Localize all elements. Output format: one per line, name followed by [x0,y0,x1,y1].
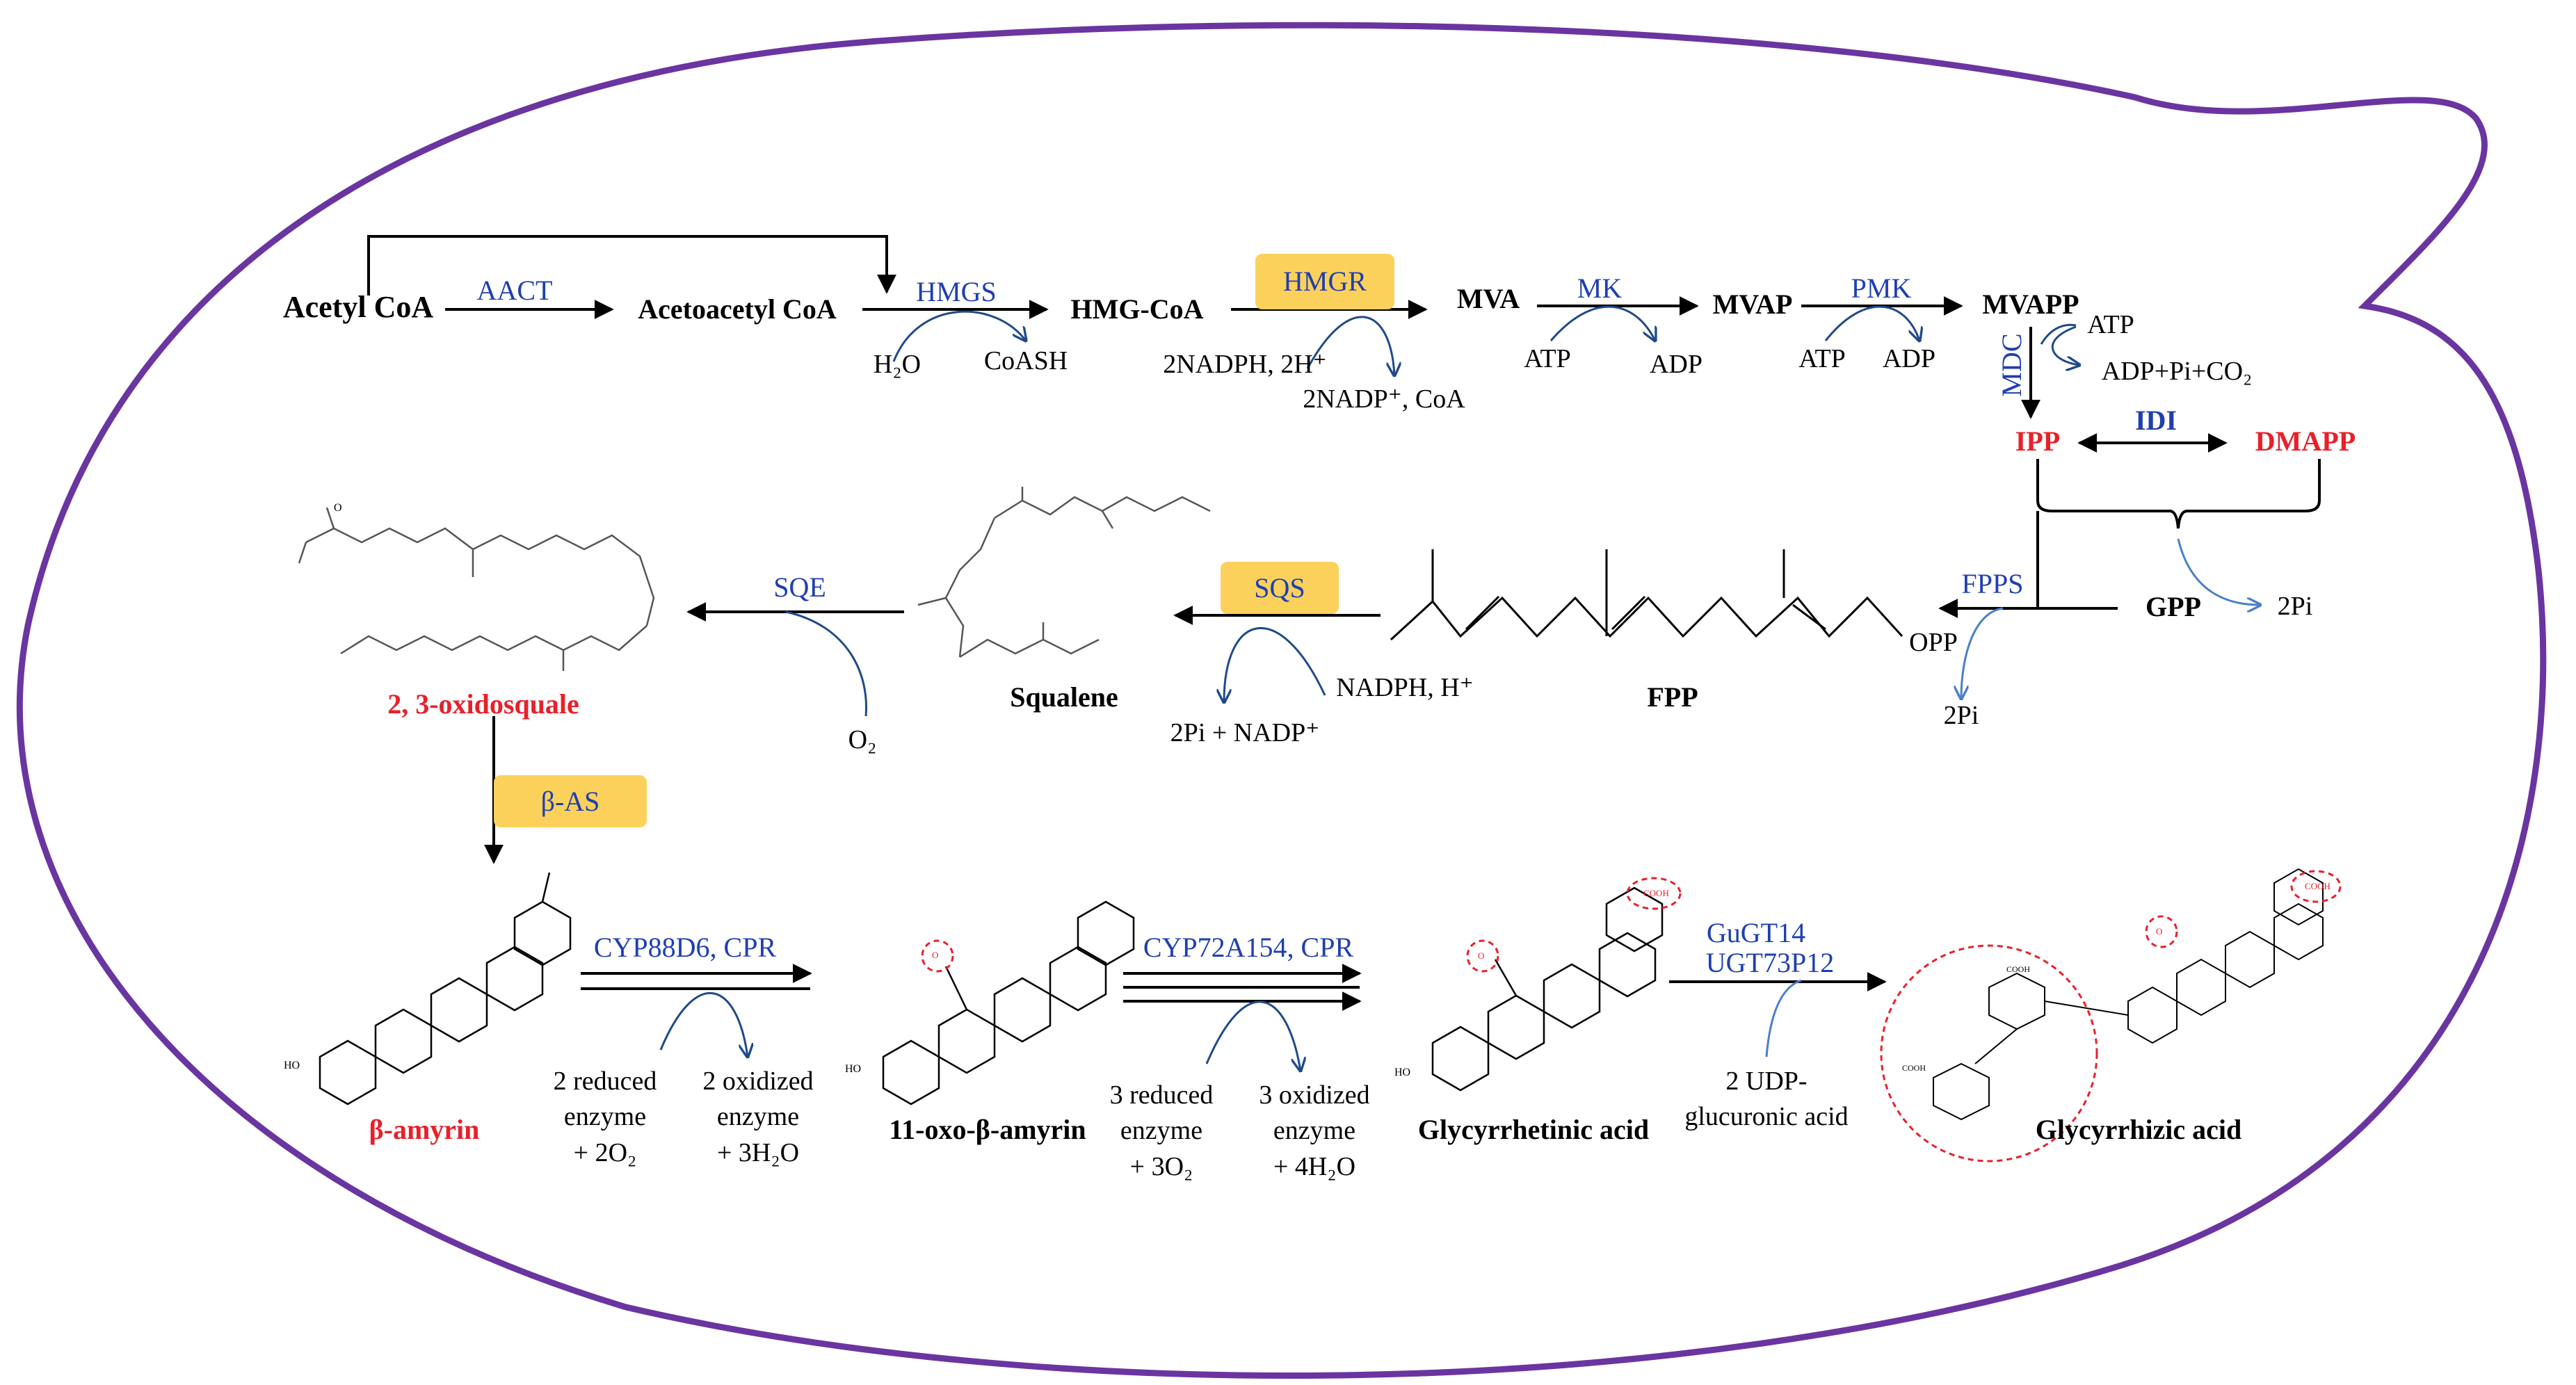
glycyrrhetinic-cooh-label: COOH [1643,888,1669,898]
cyp72a154-label: CYP72A154, CPR [1143,932,1354,963]
ipp-label: IPP [2015,426,2061,457]
bottom-cofactor-curves [659,979,1802,1071]
cyp72-oxidized-line-3: + 4H₂O [1273,1151,1356,1181]
cyp72-oxidized-line-1: 3 oxidized [1259,1080,1370,1110]
oxo-beta-amyrin-label: 11-oxo-β-amyrin [889,1114,1086,1145]
gpp-bracket [1938,459,2321,618]
cyp88-reduced-line-3: + 2O₂ [573,1137,637,1167]
cyp72-reduced-line-3: + 3O₂ [1129,1151,1193,1181]
fpps-pi-label: 2Pi [1943,701,1979,730]
sqs-box [1221,562,1339,614]
bas-label: β-AS [540,786,600,817]
gpp-cofactor-curves [1961,538,2260,699]
sqs-label: SQS [1254,572,1305,604]
udp-line-1: 2 UDP- [1725,1067,1808,1096]
cyp72-oxidized-label: 3 oxidized enzyme + 4H₂O [1259,1078,1369,1185]
oxidosqualene-structure [298,507,655,671]
idi-label: IDI [2134,405,2177,436]
modification-highlights [921,870,2342,1163]
sqs-nadph-label: NADPH, H⁺ [1336,673,1474,702]
o2-label: O₂ [848,725,877,754]
oxo-beta-amyrin-structure [882,900,1135,1105]
hmgr-label: HMGR [1282,266,1367,297]
oxo-amyrin-o-label: O [932,950,939,960]
acetyl-coa-label: Acetyl CoA [282,290,434,324]
h2o-label: H₂O [873,350,921,379]
cyp72-reduced-line-2: enzyme [1120,1116,1203,1146]
glycyrrhizic-o-label: O [2156,926,2163,937]
sqe-label: SQE [773,572,826,603]
glycyrrhizic-structure [1933,868,2324,1121]
cyp72-reduced-label: 3 reduced enzyme + 3O₂ [1110,1078,1214,1185]
nadp-out-label: 2NADP⁺, CoA [1303,384,1465,414]
oxidosqualene-o-label: O [334,502,342,514]
cyp72-reduced-line-1: 3 reduced [1109,1080,1214,1110]
cyp72-oxidized-line-2: enzyme [1273,1116,1356,1146]
mdc-label: MDC [1996,333,2027,397]
glycyrrhetinic-structure [1431,886,1664,1092]
squalene-label: Squalene [1010,681,1118,713]
beta-amyrin-ho-label: HO [284,1060,300,1071]
acetoacetyl-coa-label: Acetoacetyl CoA [638,293,837,325]
gugt14-label: GuGT14 [1706,917,1806,948]
ugt73p12-label: UGT73P12 [1705,947,1835,978]
mva-pathway-arrows [367,235,2228,453]
cyp88-reduced-line-1: 2 reduced [553,1067,657,1096]
dmapp-label: DMAPP [2255,426,2356,457]
gpp-pi-label: 2Pi [2277,592,2313,621]
glucuronic-cooh-label-2: COOH [1902,1063,1926,1073]
pmk-atp-label: ATP [1798,344,1846,373]
glycyrrhizic-acid-label: Glycyrrhizic acid [2035,1114,2242,1145]
bottom-row-arrows [581,964,1887,1011]
fpps-label: FPPS [1961,568,2024,599]
nadph-label: 2NADPH, 2H⁺ [1163,350,1327,379]
opp-label: OPP [1909,628,1958,657]
squalene-cofactor-curves [785,610,1326,717]
oxidosqualene-label: 2, 3-oxidosquale [387,688,579,720]
cyp88-reduced-line-2: enzyme [563,1102,647,1132]
mk-adp-label: ADP [1649,350,1703,379]
fpp-structure [1390,549,1903,641]
mvap-label: MVAP [1712,289,1793,320]
bas-box [494,775,647,827]
fpp-label: FPP [1647,681,1698,713]
beta-amyrin-label: β-amyrin [369,1114,480,1145]
cyp88-oxidized-line-3: + 3H₂O [716,1137,800,1167]
cyp88-oxidized-label: 2 oxidized enzyme + 3H₂O [702,1064,813,1171]
mdc-atp-label: ATP [2087,310,2134,339]
sqs-out-label: 2Pi + NADP⁺ [1170,718,1320,747]
mk-atp-label: ATP [1524,344,1571,373]
cyp88d6-label: CYP88D6, CPR [593,932,777,963]
mvapp-label: MVAPP [1982,289,2079,320]
squalene-structure [917,487,1211,658]
hmgs-label: HMGS [916,276,997,307]
coash-label: CoASH [983,346,1068,375]
pmk-adp-label: ADP [1882,344,1936,373]
cyp88-oxidized-line-1: 2 oxidized [702,1067,814,1096]
glycyrrhetinic-ho-label: HO [1394,1067,1411,1078]
cyp88-oxidized-line-2: enzyme [716,1102,800,1132]
glycyrrhizic-cooh-label: COOH [2305,881,2331,891]
aact-label: AACT [476,275,553,306]
pmk-label: PMK [1851,273,1912,304]
glucuronic-cooh-label-1: COOH [2006,964,2031,974]
udp-line-2: glucuronic acid [1684,1102,1849,1132]
cyp88-reduced-label: 2 reduced enzyme + 2O₂ [554,1064,657,1171]
mva-label: MVA [1456,283,1520,314]
glycyrrhetinic-acid-label: Glycyrrhetinic acid [1417,1114,1650,1145]
oxo-amyrin-ho-label: HO [845,1063,862,1075]
hmgr-box [1255,254,1394,309]
cell-outline [16,22,2547,1379]
udp-label: 2 UDP- glucuronic acid [1684,1064,1848,1135]
mk-label: MK [1577,273,1623,304]
gpp-label: GPP [2146,591,2201,622]
beta-amyrin-structure [319,872,572,1105]
glycyrrhetinic-o-label: O [1478,950,1485,961]
mva-cofactor-curves [892,305,2079,375]
hmg-coa-label: HMG-CoA [1070,293,1204,325]
mdc-out-label: ADP+Pi+CO₂ [2101,357,2253,386]
